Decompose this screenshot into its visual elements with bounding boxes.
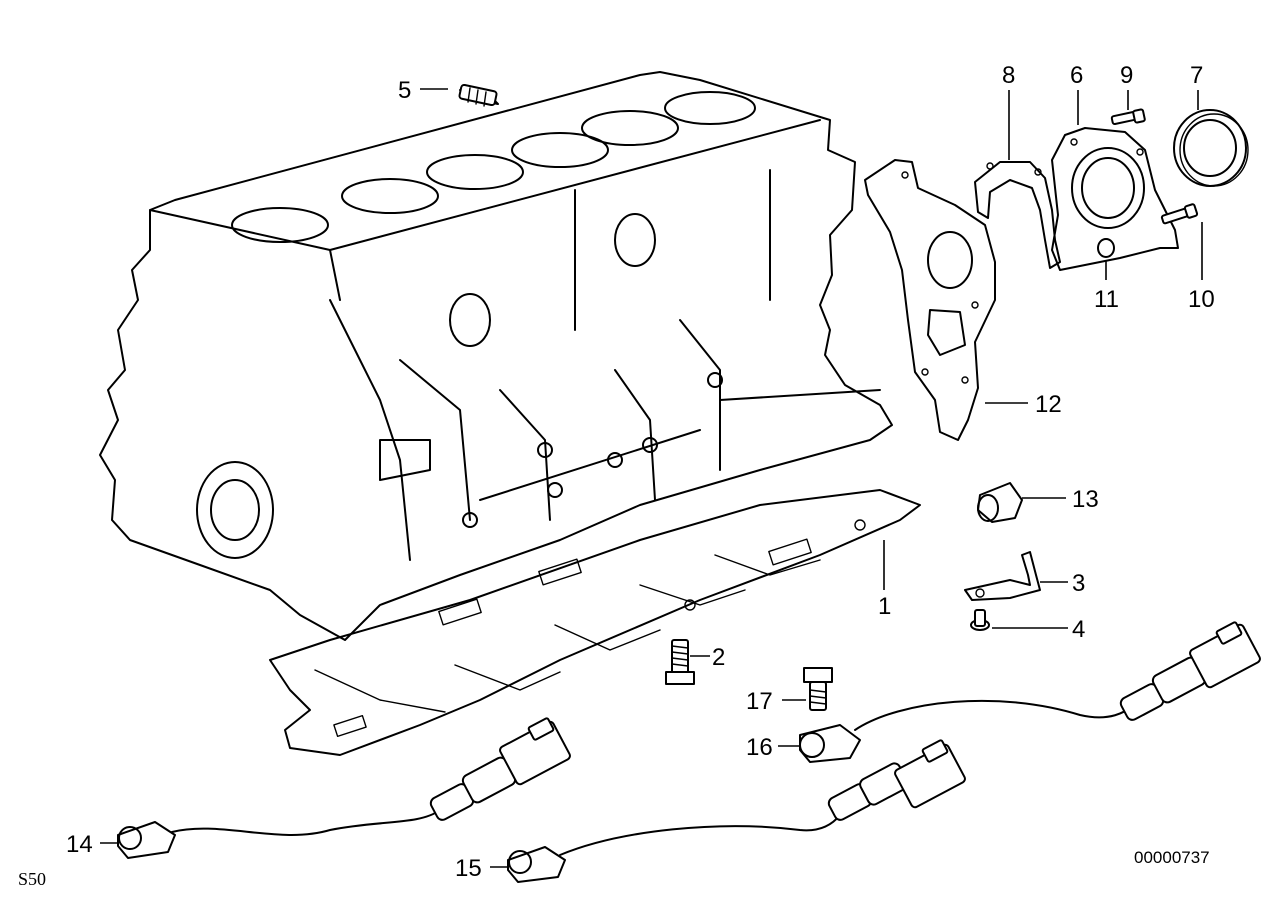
callout-11: 11 xyxy=(1094,286,1119,313)
callout-leaders xyxy=(100,88,1203,868)
callout-7: 7 xyxy=(1190,62,1203,89)
callout-6: 6 xyxy=(1070,62,1083,89)
callout-13: 13 xyxy=(1072,486,1099,513)
callout-labels: 1 2 3 4 5 6 7 8 9 10 11 12 13 14 15 16 1… xyxy=(66,62,1215,882)
callout-14: 14 xyxy=(66,831,93,858)
bracket-3 xyxy=(964,551,1041,601)
cover-gasket-12 xyxy=(864,159,996,441)
rear-seal-carrier-6 xyxy=(1051,127,1179,271)
knock-sensor-14 xyxy=(117,717,571,859)
section-code: S50 xyxy=(18,869,46,889)
callout-4: 4 xyxy=(1072,616,1085,643)
shaft-seal-7 xyxy=(1173,109,1249,187)
callout-17: 17 xyxy=(746,688,773,715)
callout-16: 16 xyxy=(746,734,773,761)
callout-12: 12 xyxy=(1035,391,1062,418)
engine-block xyxy=(99,71,893,641)
callout-5: 5 xyxy=(398,77,411,104)
stud-bolt-5 xyxy=(458,83,499,107)
callout-2: 2 xyxy=(712,644,725,671)
hex-bolt-17 xyxy=(803,667,833,711)
oil-baffle-plate xyxy=(269,489,921,756)
knock-sensor-16 xyxy=(799,621,1261,763)
callout-10: 10 xyxy=(1188,286,1215,313)
callout-3: 3 xyxy=(1072,570,1085,597)
callout-15: 15 xyxy=(455,855,482,882)
screw-10 xyxy=(1160,203,1199,225)
callout-8: 8 xyxy=(1002,62,1015,89)
dowel-sleeve-11 xyxy=(1097,238,1115,258)
diagram-number: 00000737 xyxy=(1134,848,1210,867)
screw-9 xyxy=(1110,108,1146,126)
hex-bolt-2 xyxy=(665,639,695,685)
knock-sensor-15 xyxy=(507,739,966,883)
rear-seal-gasket-8 xyxy=(974,161,1061,269)
callout-9: 9 xyxy=(1120,62,1133,89)
callout-1: 1 xyxy=(878,593,891,620)
screw-4 xyxy=(970,609,990,631)
plug-13 xyxy=(977,482,1023,523)
